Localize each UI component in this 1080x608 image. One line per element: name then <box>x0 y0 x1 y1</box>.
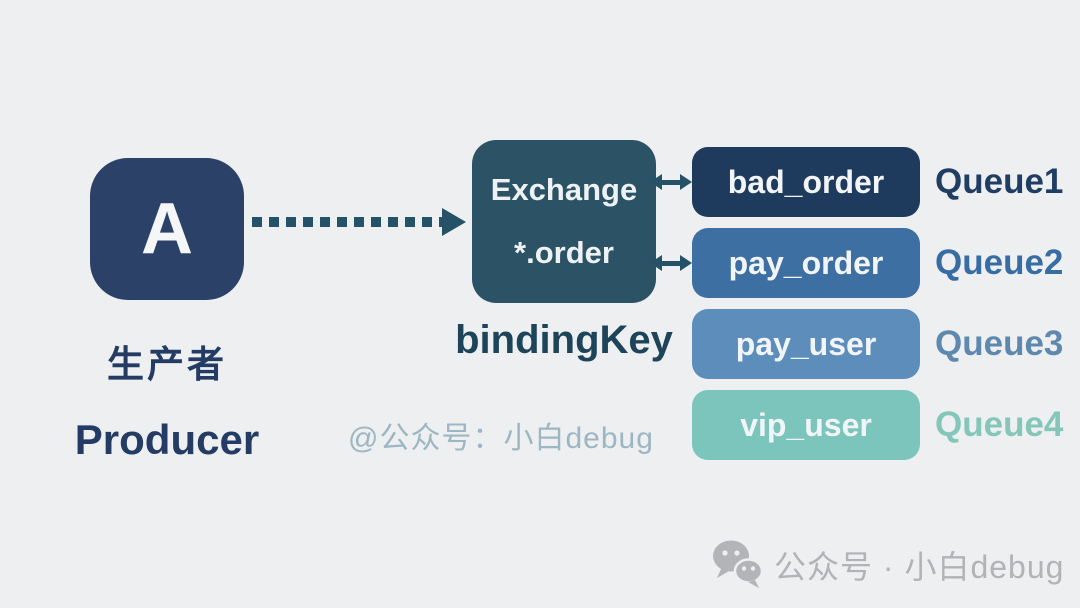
producer-label-en: Producer <box>74 416 260 463</box>
exchange-node: Exchange *.order <box>472 140 656 303</box>
queue-row-4: vip_user Queue4 <box>692 390 1063 460</box>
queue-row-2: pay_order Queue2 <box>650 228 1064 298</box>
queue-box-pay-user: pay_user <box>692 309 920 379</box>
watermark-center: @公众号：小白debug <box>348 422 654 455</box>
queue-box-vip-user: vip_user <box>692 390 920 460</box>
watermark-bottom: 公众号 · 小白debug <box>712 540 1064 590</box>
queue-label-3: Queue3 <box>935 324 1064 363</box>
watermark-bottom-text: 公众号 · 小白debug <box>774 549 1065 585</box>
queue-label-1: Queue1 <box>935 162 1064 201</box>
flow-arrow-line <box>252 217 442 227</box>
exchange-title: Exchange <box>490 172 638 208</box>
queue-row-1: bad_order Queue1 <box>650 147 1064 217</box>
queue-box-bad-order: bad_order <box>692 147 920 217</box>
binding-key-label: bindingKey <box>455 318 673 362</box>
queue-name: bad_order <box>727 163 885 200</box>
queue-label-4: Queue4 <box>935 405 1064 444</box>
queue-box-pay-order: pay_order <box>692 228 920 298</box>
queue-name: pay_order <box>728 244 884 281</box>
binding-arrow <box>650 174 692 190</box>
queue-name: vip_user <box>740 406 872 443</box>
queue-label-2: Queue2 <box>935 243 1064 282</box>
flow-arrow-head-icon <box>442 208 466 236</box>
wechat-icon <box>713 540 764 588</box>
queue-list: bad_order Queue1 pay_order Queue2 pay_us… <box>650 147 1064 460</box>
exchange-binding-pattern: *.order <box>514 234 614 270</box>
queue-row-3: pay_user Queue3 <box>692 309 1063 379</box>
binding-arrow <box>650 255 692 271</box>
producer-node: A <box>90 158 244 300</box>
producer-letter: A <box>141 189 193 269</box>
producer-label-zh: 生产者 <box>107 344 227 385</box>
queue-name: pay_user <box>735 325 877 362</box>
